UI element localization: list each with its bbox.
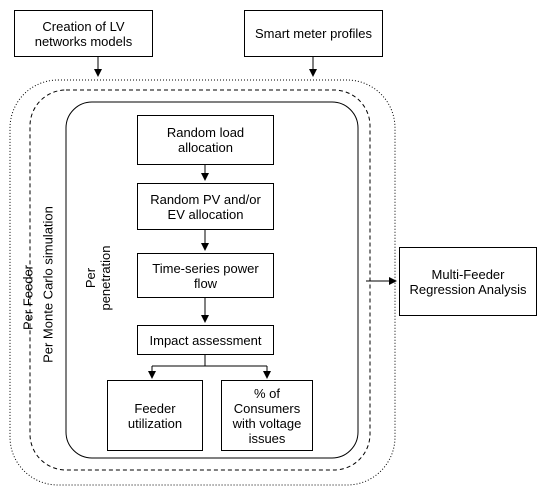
multi-feeder-regression-box: Multi-Feeder Regression Analysis: [399, 247, 537, 316]
lv-models-box: Creation of LV networks models: [14, 10, 153, 57]
per-feeder-loop: [9, 79, 396, 486]
per-monte-carlo-loop: [29, 89, 371, 471]
impact-assessment-box: Impact assessment: [137, 325, 274, 355]
feeder-utilization-box: Feeder utilization: [107, 380, 203, 451]
per-penetration-loop: [65, 101, 359, 459]
per-penetration-label: Per penetration: [83, 245, 113, 311]
per-monte-carlo-label: Per Monte Carlo simulation: [40, 206, 56, 363]
consumers-voltage-box: % of Consumers with voltage issues: [221, 380, 313, 451]
random-pv-ev-box: Random PV and/or EV allocation: [137, 183, 274, 230]
per-feeder-label: Per Feeder: [20, 264, 36, 331]
time-series-box: Time-series power flow: [137, 253, 274, 298]
smart-meter-box: Smart meter profiles: [244, 10, 383, 57]
random-load-box: Random load allocation: [137, 115, 274, 165]
